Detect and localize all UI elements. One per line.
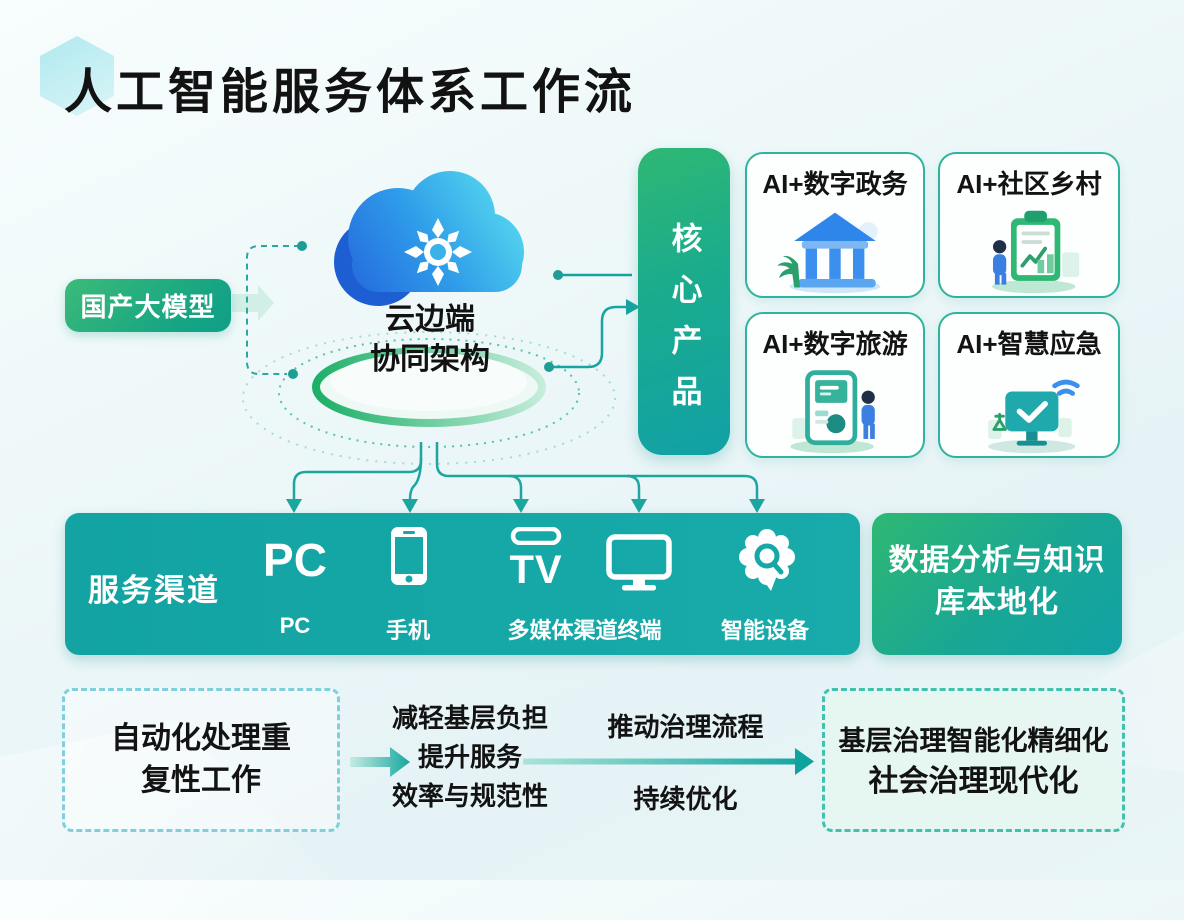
card-title: AI+智慧应急 [956, 329, 1102, 359]
service-item-label-phone: 手机 [385, 618, 430, 643]
data-analysis-box: 数据分析与知识 库本地化 [872, 513, 1122, 655]
card-ai-smart-emergency: AI+智慧应急 [938, 312, 1120, 458]
smart-device-gear-icon [739, 529, 795, 591]
service-channels-bar: 服务渠道 PC PC 手机 TV 多媒体渠道终端 智能设备 [65, 513, 860, 655]
tv-icon: TV [505, 526, 567, 592]
card-ai-digital-tourism: AI+数字旅游 [745, 312, 925, 458]
smartphone-icon [391, 527, 427, 585]
workflow-left-line1: 自动化处理重 [111, 722, 291, 755]
data-analysis-line2: 库本地化 [935, 586, 1059, 619]
workflow-right-line1: 基层治理智能化精细化 [838, 726, 1109, 756]
card-ai-community-village: AI+社区乡村 [938, 152, 1120, 298]
domestic-model-badge-label: 国产大模型 [80, 292, 216, 322]
pc-text-icon: PC [263, 534, 327, 586]
government-building-icon [777, 212, 881, 294]
card-title: AI+社区乡村 [956, 169, 1102, 199]
tv-icon-text: TV [509, 548, 563, 592]
clipboard-person-icon [992, 210, 1080, 294]
service-item-label-multimedia: 多媒体渠道终端 [507, 618, 662, 643]
arrow-top-label: 推动治理流程 [607, 712, 764, 742]
core-products-bar-label: 核心产品 [666, 222, 702, 426]
workflow-right-box: 基层治理智能化精细化 社会治理现代化 [822, 688, 1125, 832]
cloud-caption: 云边端 协同架构 [330, 300, 530, 380]
card-title: AI+数字政务 [762, 169, 908, 199]
card-title: AI+数字旅游 [762, 329, 908, 359]
service-item-label-smart-device: 智能设备 [720, 618, 809, 643]
domestic-model-badge: 国产大模型 [65, 279, 231, 332]
monitor-icon [606, 534, 672, 591]
page-title: 人工智能服务体系工作流 [64, 66, 637, 119]
service-channels-label: 服务渠道 [88, 573, 220, 608]
workflow-middle-line1: 减轻基层负担 [391, 703, 548, 733]
travel-guide-icon [790, 370, 875, 454]
workflow-middle-text: 减轻基层负担 提升服务 效率与规范性 [370, 699, 570, 816]
tree-arrowheads [286, 499, 765, 513]
badge-arrow-icon [232, 285, 274, 321]
badge-connector-line [246, 241, 307, 379]
service-item-label-pc: PC [279, 613, 311, 638]
ai-cloud-icon [334, 171, 524, 306]
data-analysis-line1: 数据分析与知识 [888, 544, 1106, 577]
sparkle-icon [404, 218, 472, 286]
monitor-check-wifi-icon [988, 379, 1080, 454]
workflow-middle-line3: 效率与规范性 [391, 781, 548, 811]
card-ai-digital-government: AI+数字政务 [745, 152, 925, 298]
workflow-left-box: 自动化处理重 复性工作 [62, 688, 340, 832]
cloud-caption-line1: 云边端 [385, 303, 475, 336]
cloud-to-core-connectors [544, 270, 640, 372]
workflow-middle-line2: 提升服务 [417, 742, 522, 772]
workflow-right-line2: 社会治理现代化 [868, 765, 1079, 798]
core-products-bar: 核心产品 [638, 148, 730, 455]
cloud-caption-line2: 协同架构 [370, 343, 490, 376]
arrow-bottom-label: 持续优化 [633, 784, 738, 814]
workflow-left-line2: 复性工作 [141, 764, 261, 797]
